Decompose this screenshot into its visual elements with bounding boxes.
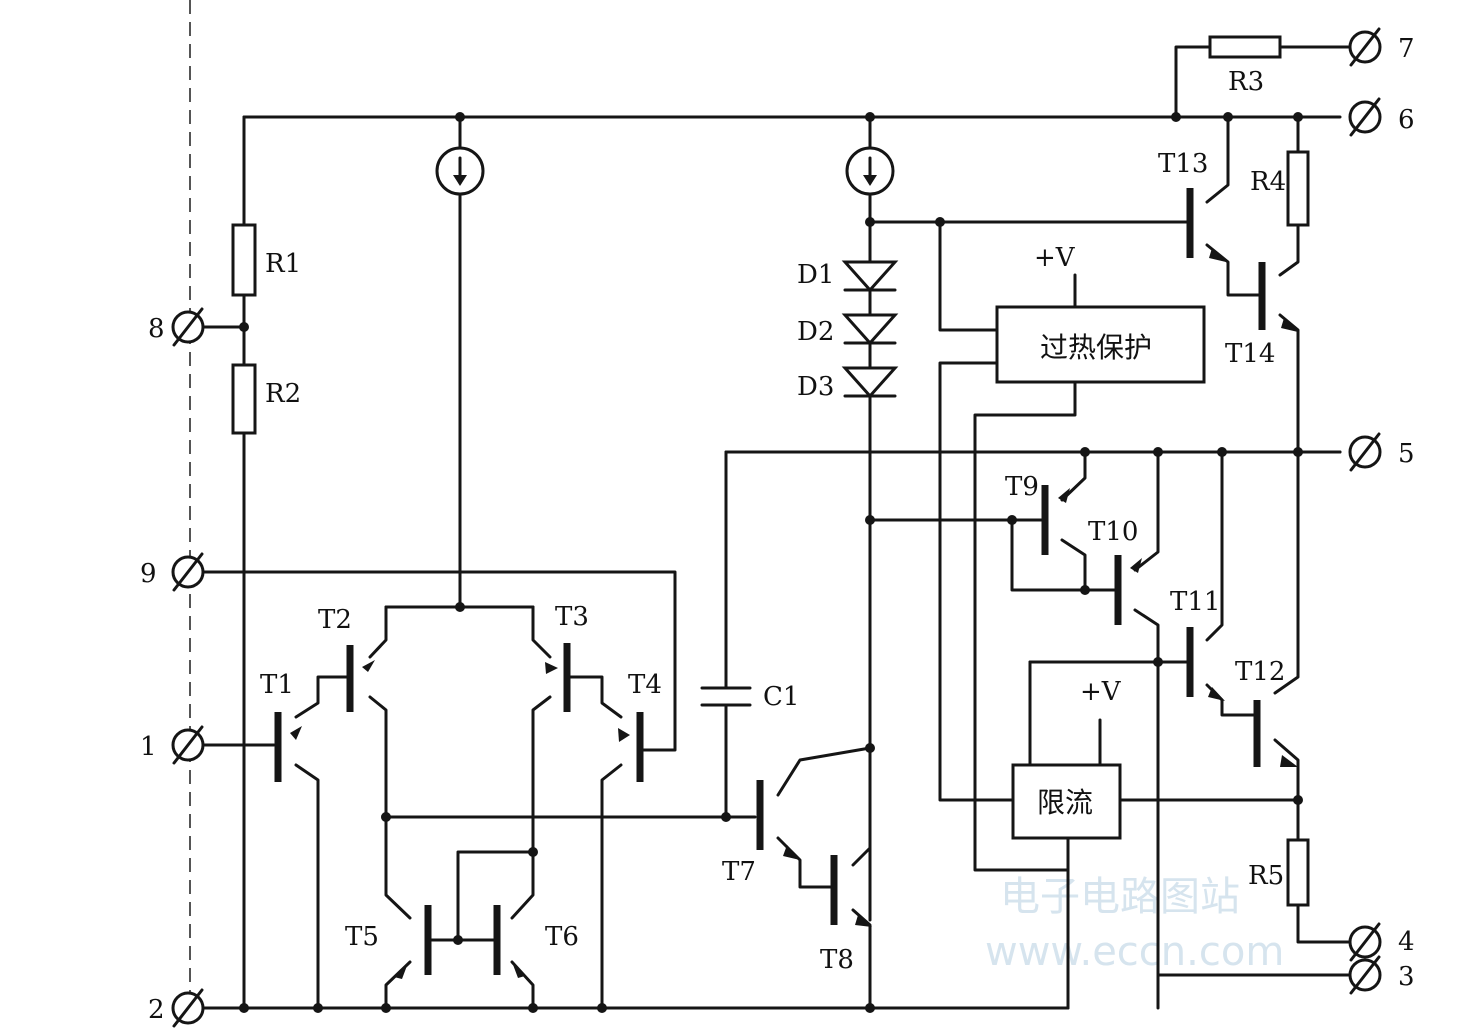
- junctions: [239, 112, 1303, 1013]
- diode-d2-icon: [841, 313, 899, 346]
- watermark-line2: www.eccn.com: [985, 929, 1284, 975]
- label-t11: T11: [1170, 587, 1220, 617]
- label-r5: R5: [1248, 861, 1284, 891]
- pin-7-terminal-icon: [1348, 27, 1382, 67]
- arrow-icon: [512, 962, 525, 978]
- label-c1: C1: [763, 682, 799, 712]
- arrow-icon: [1209, 248, 1226, 262]
- pin-5-terminal-icon: [1348, 432, 1382, 472]
- arrow-icon: [783, 845, 800, 860]
- pin-label-3: 3: [1398, 962, 1415, 992]
- pin-6-terminal-icon: [1348, 97, 1382, 137]
- pin-3-terminal-icon: [1348, 955, 1382, 995]
- diode-d3-icon: [841, 366, 899, 399]
- wiring: [201, 45, 1352, 1010]
- label-t1: T1: [260, 670, 294, 700]
- component-labels: R1 R2 R3 R4 R5 T1 T2 T3 T4 T5 T6 T7 T8 T…: [260, 67, 1286, 975]
- current-limit-block: 限流: [1011, 763, 1122, 840]
- label-r1: R1: [265, 249, 301, 279]
- pin-terminals: [171, 27, 1382, 1028]
- label-t3: T3: [555, 602, 589, 632]
- supply-label-current-limit: +V: [1080, 677, 1122, 707]
- pin-label-8: 8: [148, 314, 165, 344]
- label-t7: T7: [722, 857, 756, 887]
- pin-label-6: 6: [1398, 105, 1415, 135]
- resistors: [231, 35, 1310, 907]
- overheat-label: 过热保护: [1040, 331, 1152, 364]
- pin-9-terminal-icon: [171, 552, 205, 592]
- resistor-r5: [1286, 838, 1310, 907]
- label-d1: D1: [797, 260, 834, 290]
- transistors: [274, 188, 1298, 979]
- label-t13: T13: [1158, 149, 1208, 179]
- arrow-icon: [1130, 558, 1142, 573]
- label-t5: T5: [345, 922, 379, 952]
- arrow-icon: [545, 662, 558, 674]
- pin-label-2: 2: [148, 995, 165, 1025]
- label-t14: T14: [1225, 339, 1275, 369]
- arrow-icon: [290, 726, 302, 740]
- arrow-icon: [1058, 488, 1070, 503]
- pin-4-terminal-icon: [1348, 922, 1382, 962]
- label-r3: R3: [1228, 67, 1264, 97]
- label-r2: R2: [265, 379, 301, 409]
- pin-2-terminal-icon: [171, 988, 205, 1028]
- label-t6: T6: [545, 922, 579, 952]
- current-source-icon: [845, 146, 895, 196]
- label-t12: T12: [1235, 657, 1285, 687]
- resistor-r4: [1286, 150, 1310, 227]
- watermark: 电子电路图站 www.eccn.com: [985, 874, 1284, 975]
- overheat-protection-block: 过热保护: [995, 305, 1206, 384]
- resistor-r3: [1208, 35, 1282, 59]
- resistor-r1: [231, 223, 257, 297]
- label-r4: R4: [1250, 167, 1286, 197]
- pin-label-4: 4: [1398, 927, 1415, 957]
- pin-1-terminal-icon: [171, 725, 205, 765]
- label-t2: T2: [318, 605, 352, 635]
- arrow-icon: [1280, 755, 1298, 767]
- label-t9: T9: [1005, 472, 1039, 502]
- pin-label-1: 1: [140, 732, 157, 762]
- watermark-line1: 电子电路图站: [1000, 874, 1240, 920]
- current-limit-label: 限流: [1037, 786, 1093, 819]
- arrow-icon: [394, 963, 408, 979]
- label-t10: T10: [1088, 517, 1138, 547]
- arrow-icon: [362, 660, 375, 672]
- pin-label-9: 9: [140, 559, 157, 589]
- arrow-icon: [1281, 318, 1298, 332]
- current-sources: [435, 146, 895, 196]
- label-t8: T8: [820, 945, 854, 975]
- diode-d1-icon: [841, 260, 899, 293]
- resistor-r2: [231, 363, 257, 435]
- capacitor-c1-icon: [700, 686, 752, 707]
- label-d2: D2: [797, 317, 834, 347]
- supply-label-overheat: +V: [1034, 243, 1076, 273]
- label-t4: T4: [628, 670, 662, 700]
- diodes: [841, 260, 899, 399]
- pin-label-5: 5: [1398, 439, 1415, 469]
- pin-labels: 8 9 1 2 7 6 5 4 3: [140, 34, 1415, 1025]
- arrow-icon: [1208, 687, 1225, 701]
- label-d3: D3: [797, 372, 834, 402]
- current-source-icon: [435, 146, 485, 196]
- arrow-icon: [855, 915, 872, 927]
- arrow-icon: [618, 728, 630, 742]
- pin-8-terminal-icon: [171, 307, 205, 347]
- pin-label-7: 7: [1398, 34, 1415, 64]
